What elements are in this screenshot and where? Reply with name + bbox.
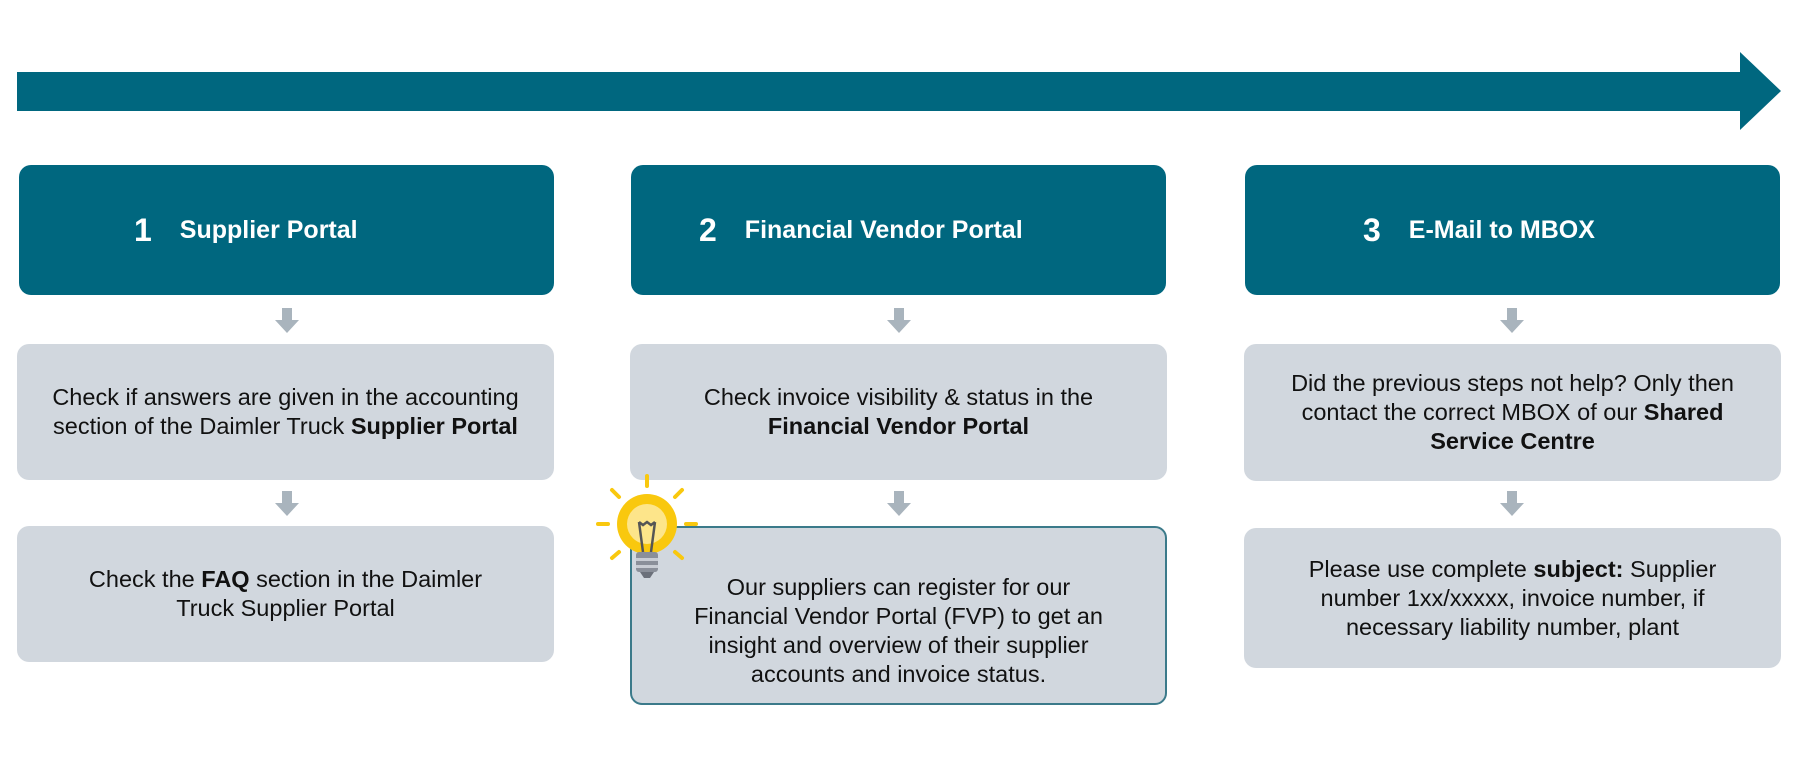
down-arrow-icon (275, 308, 299, 333)
step-2-info-box: Check invoice visibility & status in the… (630, 344, 1167, 480)
step-title: Financial Vendor Portal (744, 215, 1023, 244)
step-title: Supplier Portal (179, 215, 358, 244)
step-title: E-Mail to MBOX (1408, 215, 1595, 244)
step-1-header: 1 Supplier Portal (19, 165, 554, 295)
down-arrow-icon (887, 491, 911, 516)
step-2-tip-box: Our suppliers can register for our Finan… (630, 526, 1167, 705)
step-number: 1 (134, 211, 152, 248)
step-3-info-box: Did the previous steps not help? Only th… (1244, 344, 1781, 481)
step-3-subject-box: Please use complete subject: Supplier nu… (1244, 528, 1781, 668)
down-arrow-icon (1500, 308, 1524, 333)
step-3-header: 3 E-Mail to MBOX (1245, 165, 1780, 295)
step-number: 2 (699, 211, 717, 248)
down-arrow-icon (1500, 491, 1524, 516)
step-1-info-box: Check if answers are given in the accoun… (17, 344, 554, 480)
timeline-arrow (17, 52, 1781, 130)
down-arrow-icon (887, 308, 911, 333)
lightbulb-icon (596, 474, 698, 578)
down-arrow-icon (275, 491, 299, 516)
step-1-faq-box: Check the FAQ section in the Daimler Tru… (17, 526, 554, 662)
step-2-header: 2 Financial Vendor Portal (631, 165, 1166, 295)
step-number: 3 (1363, 211, 1381, 248)
